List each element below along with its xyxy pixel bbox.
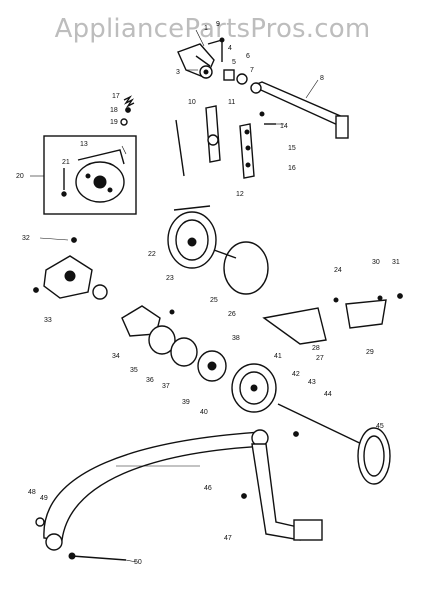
callout-37: 37 bbox=[162, 383, 170, 390]
callout-47: 47 bbox=[224, 535, 232, 542]
callout-13: 13 bbox=[80, 141, 88, 148]
callout-3: 3 bbox=[176, 69, 180, 76]
callout-4: 4 bbox=[228, 45, 232, 52]
callout-38: 38 bbox=[232, 335, 240, 342]
callout-19: 19 bbox=[110, 119, 118, 126]
top-bracket-assembly bbox=[177, 37, 248, 85]
callout-23: 23 bbox=[166, 275, 174, 282]
right-bracket-assembly bbox=[262, 293, 403, 345]
callout-35: 35 bbox=[130, 367, 138, 374]
callout-20: 20 bbox=[16, 173, 24, 180]
callout-26: 26 bbox=[228, 311, 236, 318]
callout-43: 43 bbox=[308, 379, 316, 386]
callout-45: 45 bbox=[376, 423, 384, 430]
callout-labels: 1 3 4 5 6 7 8 9 10 11 12 13 14 15 16 17 … bbox=[16, 21, 400, 566]
gear-stack bbox=[121, 305, 227, 382]
spring-set bbox=[120, 95, 135, 126]
callout-24: 24 bbox=[334, 267, 342, 274]
leader-lines bbox=[30, 29, 319, 563]
callout-17: 17 bbox=[112, 93, 120, 100]
callout-25: 25 bbox=[210, 297, 218, 304]
pin-part-50 bbox=[68, 552, 127, 561]
callout-50: 50 bbox=[134, 559, 142, 566]
callout-32: 32 bbox=[22, 235, 30, 242]
callout-6: 6 bbox=[246, 53, 250, 60]
callout-33: 33 bbox=[44, 317, 52, 324]
callout-49: 49 bbox=[40, 495, 48, 502]
link-arm bbox=[175, 105, 276, 179]
left-pulley-assembly bbox=[33, 237, 108, 300]
callout-5: 5 bbox=[232, 59, 236, 66]
callout-30: 30 bbox=[372, 259, 380, 266]
callout-27: 27 bbox=[316, 355, 324, 362]
callout-12: 12 bbox=[236, 191, 244, 198]
callout-34: 34 bbox=[112, 353, 120, 360]
callout-8: 8 bbox=[320, 75, 324, 82]
center-gear-housing bbox=[167, 205, 269, 295]
wheel-and-shaft bbox=[277, 403, 391, 485]
callout-22: 22 bbox=[148, 251, 156, 258]
callout-15: 15 bbox=[288, 145, 296, 152]
long-curved-arm bbox=[35, 429, 269, 551]
callout-21: 21 bbox=[62, 159, 70, 166]
callout-18: 18 bbox=[110, 107, 118, 114]
callout-31: 31 bbox=[392, 259, 400, 266]
handle-lever bbox=[250, 81, 349, 139]
callout-39: 39 bbox=[182, 399, 190, 406]
inset-motor-housing bbox=[43, 135, 137, 215]
callout-28: 28 bbox=[312, 345, 320, 352]
callout-10: 10 bbox=[188, 99, 196, 106]
callout-46: 46 bbox=[204, 485, 212, 492]
callout-48: 48 bbox=[28, 489, 36, 496]
callout-16: 16 bbox=[288, 165, 296, 172]
callout-29: 29 bbox=[366, 349, 374, 356]
callout-40: 40 bbox=[200, 409, 208, 416]
callout-36: 36 bbox=[146, 377, 154, 384]
callout-7: 7 bbox=[250, 67, 254, 74]
vertical-link bbox=[241, 443, 323, 541]
callout-9: 9 bbox=[216, 21, 220, 28]
callout-11: 11 bbox=[228, 99, 235, 106]
callout-41: 41 bbox=[274, 353, 282, 360]
callout-14: 14 bbox=[280, 123, 288, 130]
callout-42: 42 bbox=[292, 371, 300, 378]
callout-1: 1 bbox=[204, 25, 208, 32]
drum-assembly bbox=[231, 363, 277, 413]
callout-44: 44 bbox=[324, 391, 332, 398]
